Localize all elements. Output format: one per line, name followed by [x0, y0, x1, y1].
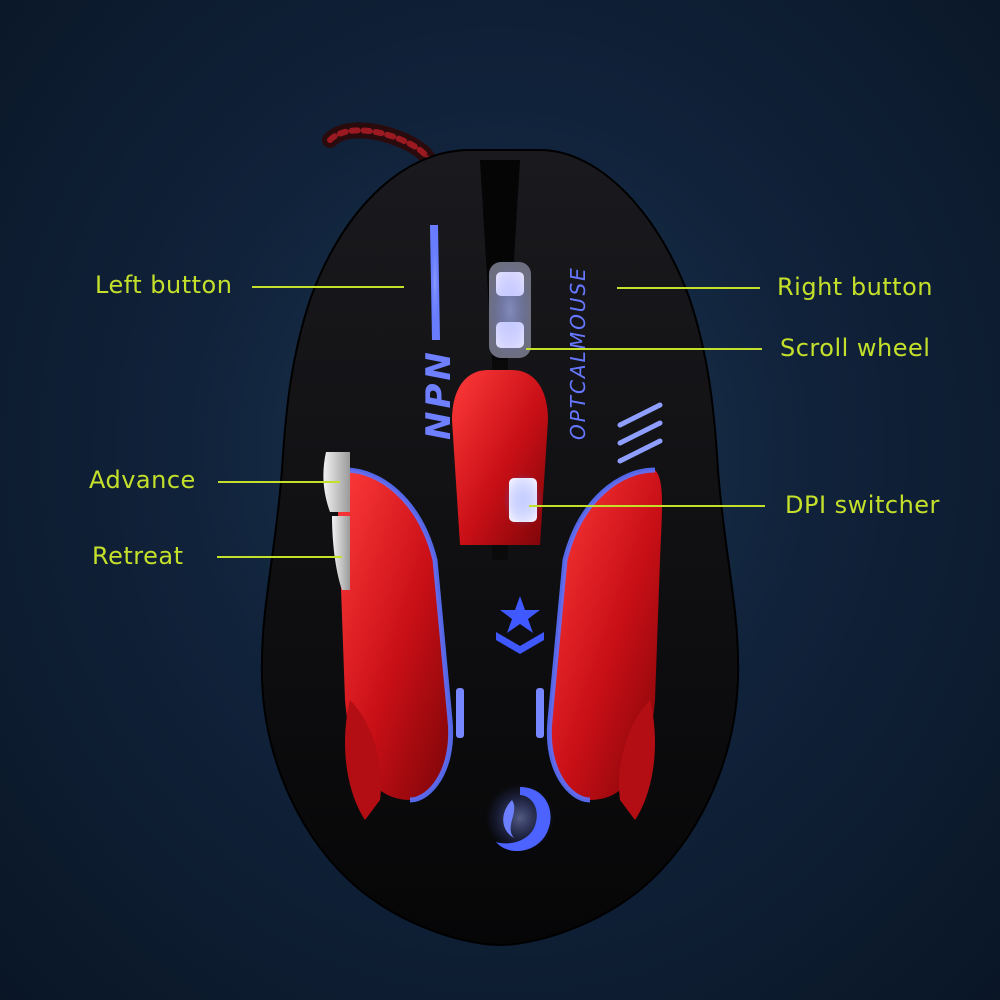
right-red-panel	[549, 470, 663, 800]
dpi-button	[503, 472, 543, 528]
npn-logo-text: NPN	[419, 349, 459, 440]
scroll-wheel	[489, 262, 531, 358]
advance-label: Advance	[89, 466, 196, 494]
scroll-wheel-leader	[526, 348, 762, 350]
dragon-logo	[486, 784, 554, 852]
advance-leader	[218, 481, 340, 483]
vent-lines	[617, 402, 663, 464]
scroll-wheel-label: Scroll wheel	[780, 334, 931, 362]
right-button-label: Right button	[777, 273, 933, 301]
dpi-switcher-label: DPI switcher	[785, 491, 940, 519]
left-button-leader	[252, 286, 404, 288]
retreat-label: Retreat	[92, 542, 184, 570]
left-red-panel	[337, 470, 451, 800]
star-insignia	[496, 596, 544, 654]
left-button-label: Left button	[95, 271, 233, 299]
right-button-leader	[617, 287, 760, 289]
dpi-switcher-leader	[529, 505, 765, 507]
retreat-leader	[217, 556, 342, 558]
retreat-side-button	[332, 516, 350, 590]
side-brand-text: OPTCALMOUSE	[566, 266, 590, 440]
